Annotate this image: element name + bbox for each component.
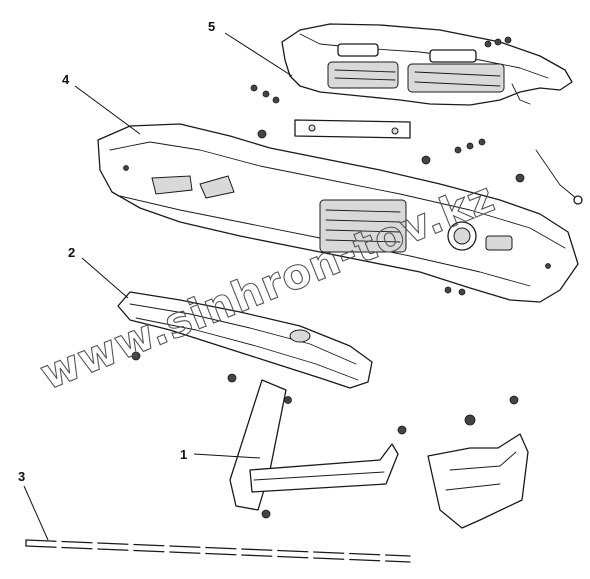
part-5-grille [281, 23, 573, 139]
callout-1: 1 [180, 447, 261, 462]
grille-slot-left [327, 61, 399, 89]
grille-slot-right [407, 63, 505, 93]
fasteners-upper [250, 36, 583, 205]
lower-intake [319, 199, 407, 253]
callout-number: 3 [18, 469, 25, 484]
part-3-strip [25, 539, 411, 563]
part-2-reinforcement [117, 291, 373, 404]
callout-2: 2 [68, 245, 129, 299]
part-4-bumper [97, 123, 579, 303]
part-1-bracket [229, 379, 529, 529]
callout-number: 5 [208, 19, 215, 34]
callout-number: 1 [180, 447, 187, 462]
callout-3: 3 [18, 469, 49, 541]
callout-number: 2 [68, 245, 75, 260]
callout-number: 4 [62, 72, 70, 87]
callout-5: 5 [208, 19, 293, 77]
callout-4: 4 [62, 72, 141, 135]
fog-lamp-left [151, 175, 193, 195]
